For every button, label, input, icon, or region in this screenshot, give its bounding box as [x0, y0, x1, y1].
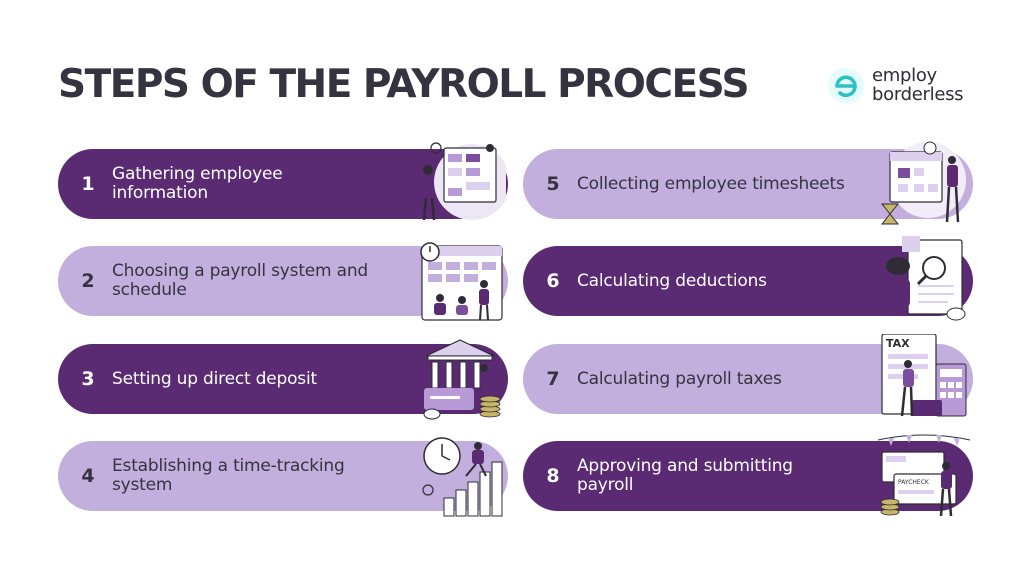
step-number: 2: [81, 270, 95, 292]
step-label: Calculating payroll taxes: [577, 368, 782, 389]
step-number: 7: [546, 368, 560, 390]
magnifier-document-illustration-icon: [878, 236, 970, 322]
paycheck-illustration-icon: PAYCHECK: [877, 432, 971, 518]
tax-form-illustration-icon: TAX: [878, 333, 970, 420]
paycheck-text: PAYCHECK: [898, 479, 930, 486]
team-board-illustration-icon: [414, 140, 510, 226]
logo-text: employ borderless: [872, 65, 964, 105]
step-label: Approving and submitting payroll: [577, 456, 793, 495]
bank-deposit-illustration-icon: [414, 334, 506, 420]
clock-growth-illustration-icon: [414, 432, 506, 518]
step-label: Collecting employee timesheets: [577, 173, 845, 194]
tax-form-text: TAX: [886, 337, 910, 350]
step-number: 1: [81, 173, 95, 195]
step-number: 8: [546, 465, 560, 487]
step-number: 6: [546, 270, 560, 292]
step-label: Gathering employee information: [112, 164, 283, 203]
step-label: Calculating deductions: [577, 270, 767, 291]
step-number: 5: [546, 173, 560, 195]
step-5-pill: 5 Collecting employee timesheets: [523, 149, 973, 219]
step-number: 4: [81, 465, 95, 487]
logo-mark-icon: [828, 68, 864, 104]
employ-borderless-logo: employ borderless: [828, 66, 978, 110]
step-label: Establishing a time-tracking system: [112, 456, 345, 495]
step-label: Setting up direct deposit: [112, 368, 317, 389]
logo-line-2: borderless: [872, 84, 964, 105]
calendar-team-illustration-icon: [414, 238, 506, 324]
step-label: Choosing a payroll system and schedule: [112, 261, 368, 300]
step-number: 3: [81, 368, 95, 390]
logo-line-1: employ: [872, 65, 937, 86]
calendar-hourglass-illustration-icon: [878, 140, 970, 226]
page-title: STEPS OF THE PAYROLL PROCESS: [58, 62, 750, 107]
